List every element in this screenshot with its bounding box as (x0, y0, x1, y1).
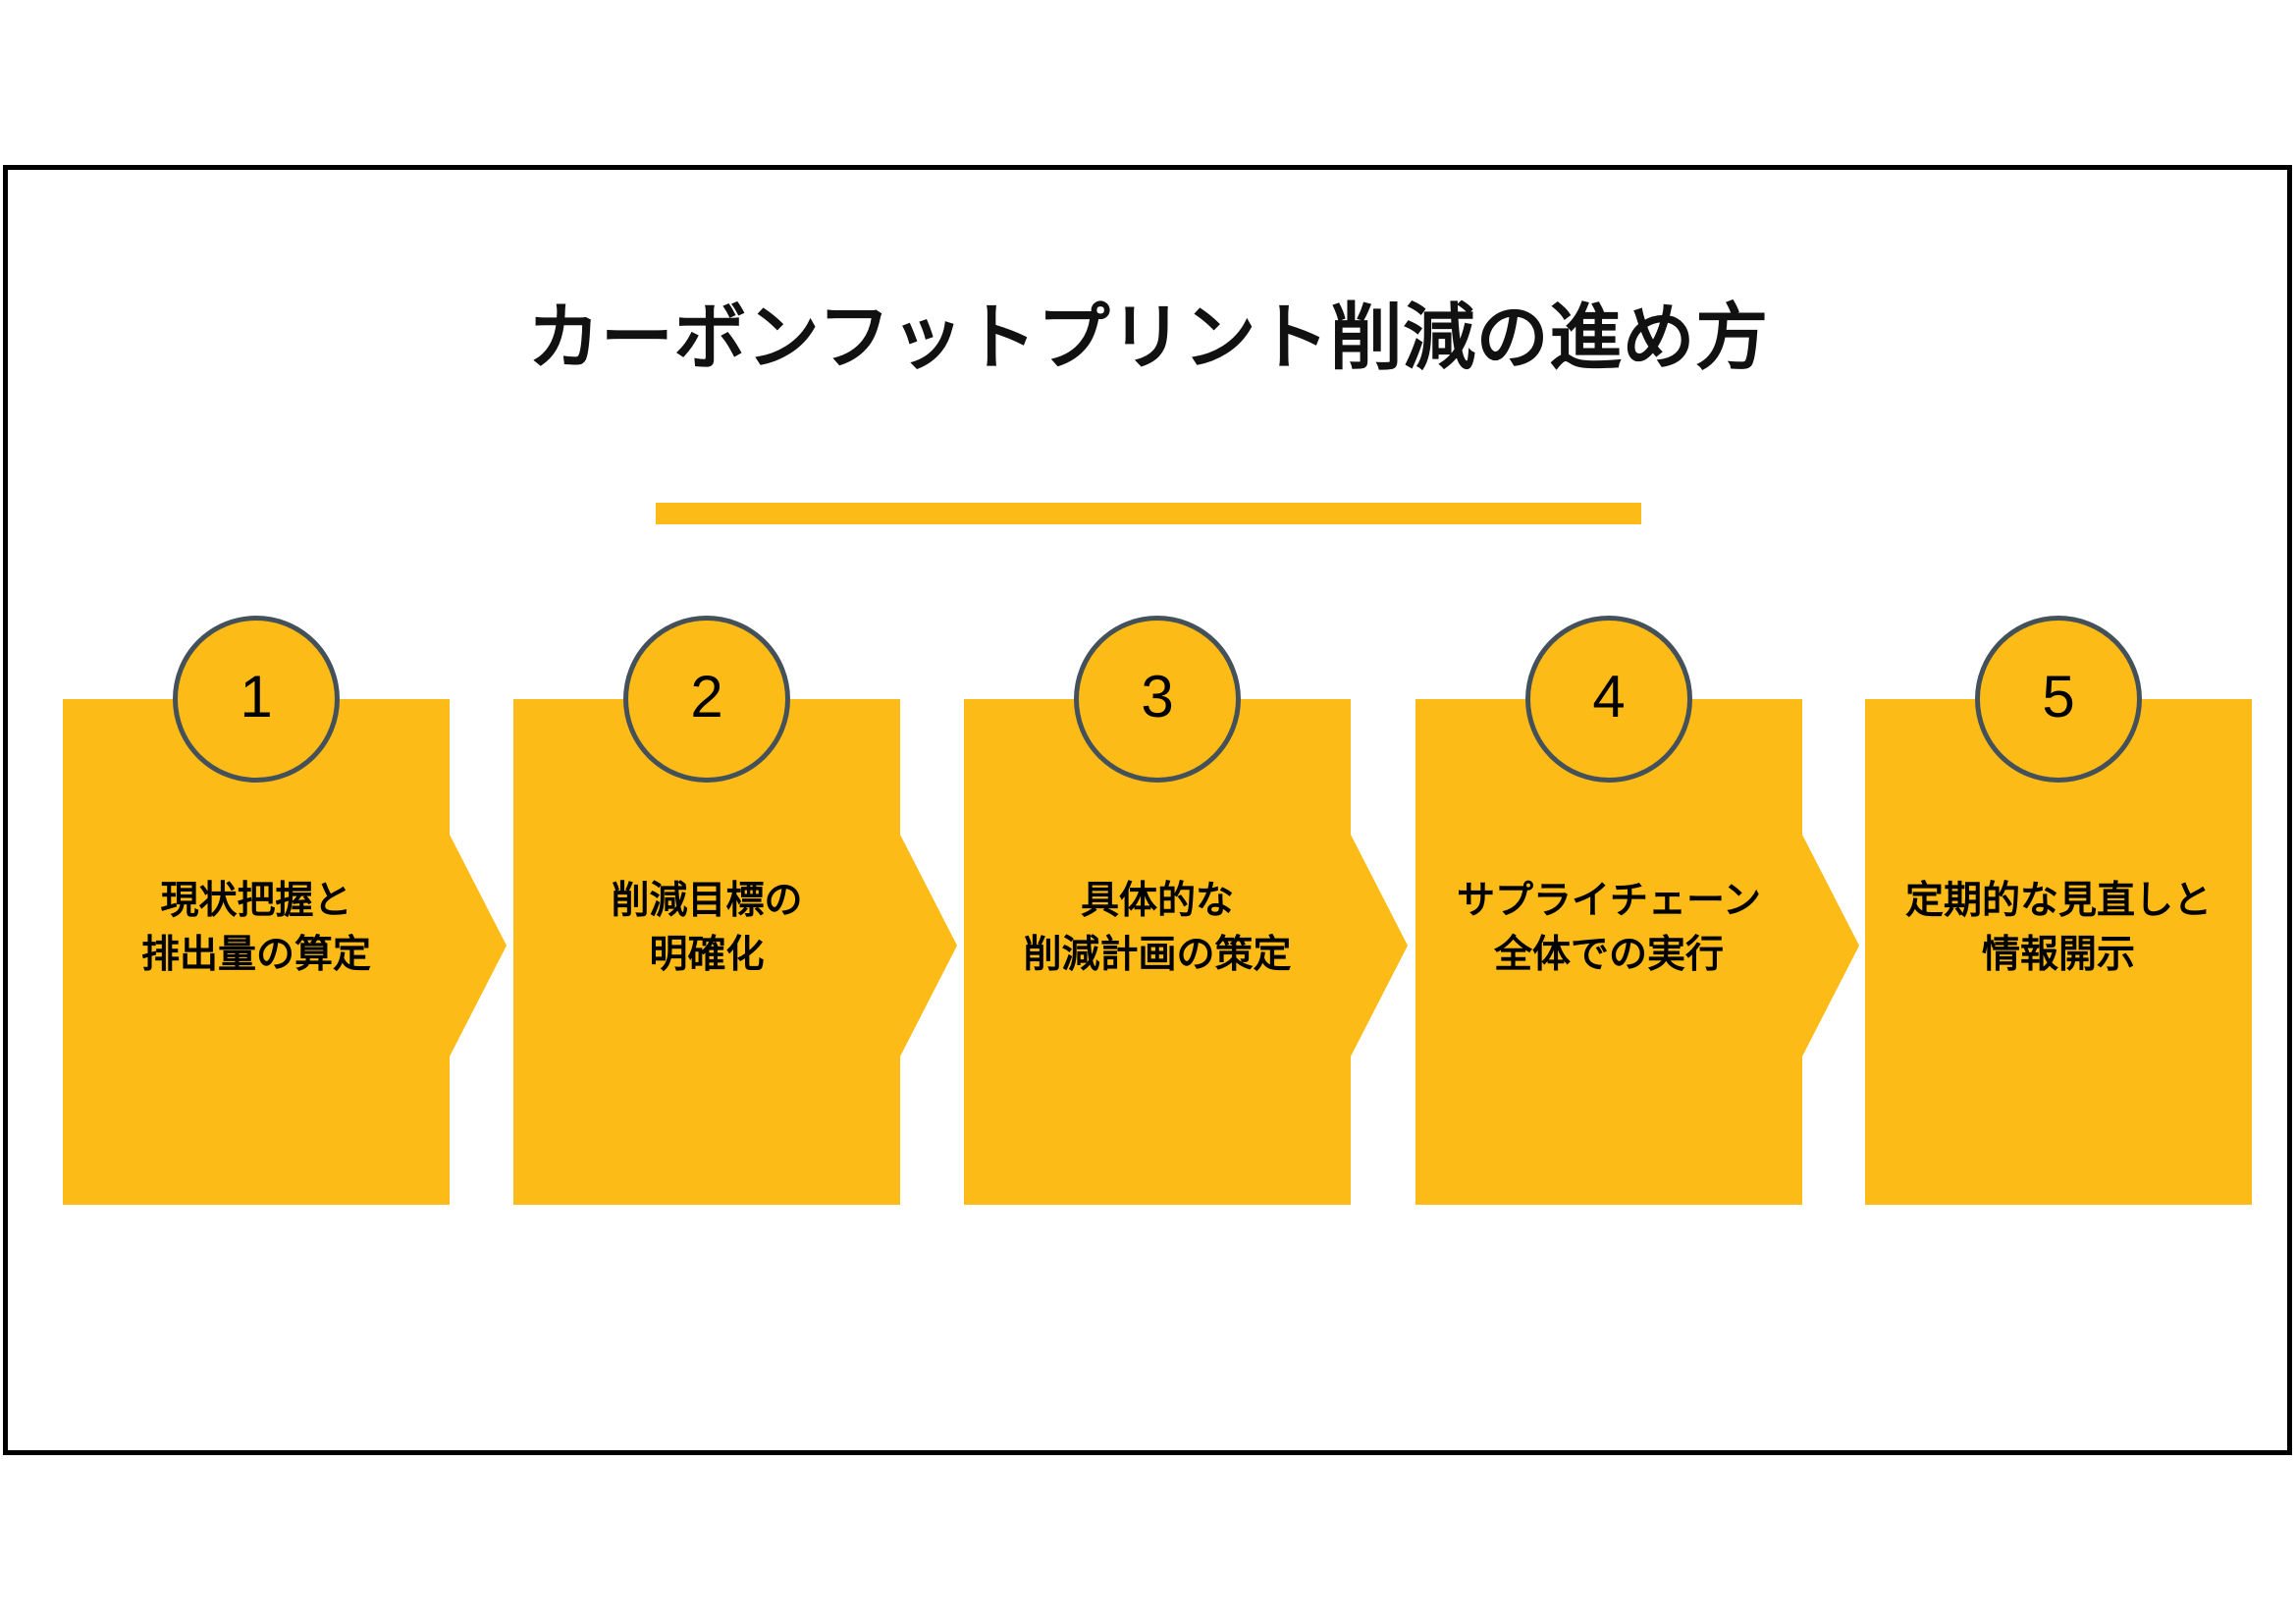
step-number-badge-3: 3 (1074, 616, 1241, 783)
process-step-3[interactable]: 具体的な 削減計画の策定 3 (964, 616, 1408, 1205)
step-number-text-5: 5 (2042, 664, 2075, 730)
step-label-1: 現状把握と 排出量の算定 (140, 880, 371, 977)
step-number-badge-1: 1 (173, 616, 340, 783)
step-number-text-1: 1 (240, 664, 273, 730)
process-step-4[interactable]: サプライチェーン 全体での実行 4 (1415, 616, 1859, 1205)
step-arrow-icon-2 (900, 835, 957, 1056)
step-number-text-4: 4 (1592, 664, 1626, 730)
process-step-2[interactable]: 削減目標の 明確化 2 (513, 616, 957, 1205)
step-label-5: 定期的な見直しと 情報開示 (1904, 880, 2212, 977)
step-number-badge-4: 4 (1525, 616, 1692, 783)
step-number-badge-2: 2 (623, 616, 790, 783)
step-arrow-icon-1 (450, 835, 507, 1056)
process-step-1[interactable]: 現状把握と 排出量の算定 1 (63, 616, 507, 1205)
step-arrow-icon-4 (1802, 835, 1859, 1056)
step-box-1 (63, 699, 450, 1205)
step-label-2: 削減目標の 明確化 (611, 880, 803, 977)
step-number-text-3: 3 (1141, 664, 1174, 730)
step-number-text-2: 2 (690, 664, 723, 730)
step-arrow-icon-3 (1351, 835, 1408, 1056)
step-label-3: 具体的な 削減計画の策定 (1023, 880, 1292, 977)
step-number-badge-5: 5 (1975, 616, 2142, 783)
title-accent-bar (656, 503, 1641, 524)
process-step-5[interactable]: 定期的な見直しと 情報開示 5 (1865, 616, 2252, 1205)
step-box-5 (1865, 699, 2252, 1205)
step-box-3 (964, 699, 1351, 1205)
step-box-2 (513, 699, 900, 1205)
step-label-4: サプライチェーン 全体での実行 (1456, 880, 1762, 977)
page-title: カーボンフットプリント削減の進め方 (527, 297, 1769, 378)
step-box-4 (1415, 699, 1802, 1205)
